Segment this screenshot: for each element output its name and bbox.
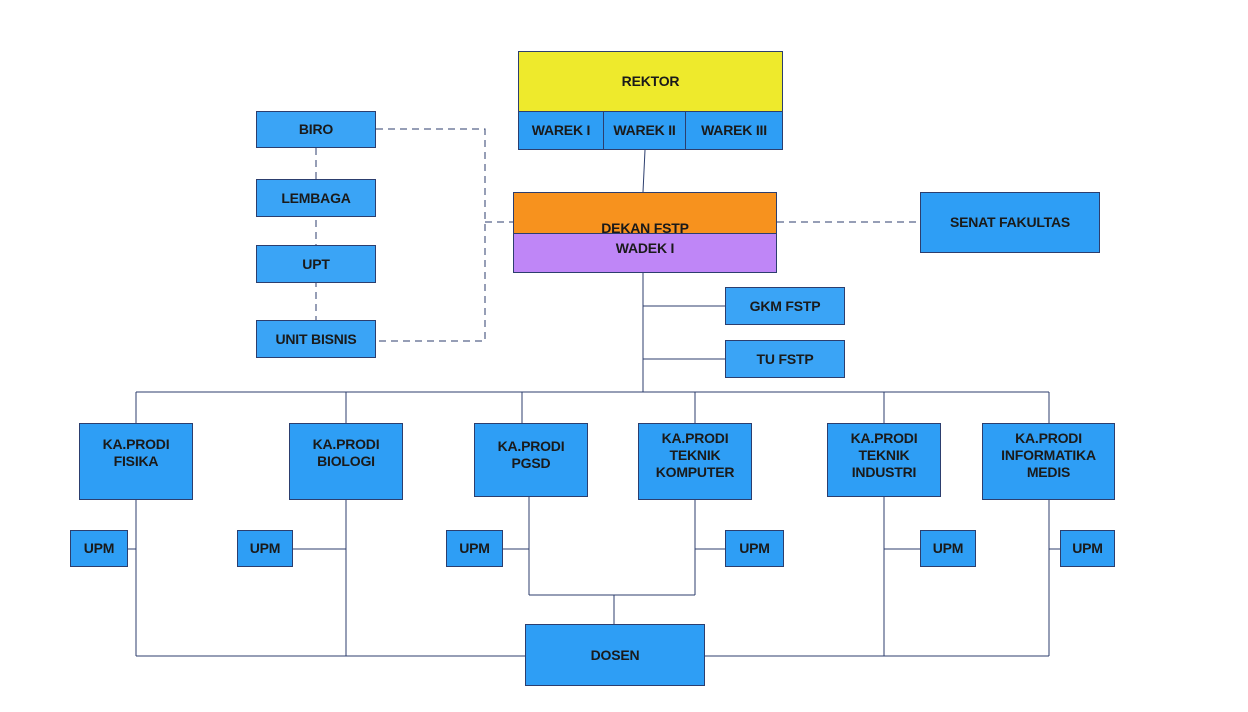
upm-label: UPM — [459, 540, 490, 556]
senat-label: SENAT FAKULTAS — [949, 214, 1071, 230]
prodi-fisika-box: KA.PRODI FISIKA — [79, 423, 193, 500]
prodi-teknik-industri-box: KA.PRODI TEKNIK INDUSTRI — [827, 423, 941, 497]
prodi-teknik-komputer-box: KA.PRODI TEKNIK KOMPUTER — [638, 423, 752, 500]
unit-bisnis-label: UNIT BISNIS — [275, 330, 357, 347]
upm-box-biologi: UPM — [237, 530, 293, 567]
warek-2-label: WAREK II — [613, 122, 676, 138]
lembaga-label: LEMBAGA — [281, 189, 351, 206]
warek-1-label: WAREK I — [531, 122, 591, 138]
rektor-box: REKTOR — [518, 51, 783, 112]
biro-label: BIRO — [298, 121, 334, 137]
lembaga-box: LEMBAGA — [256, 179, 376, 217]
upm-box-pgsd: UPM — [446, 530, 503, 567]
wadek-label: WADEK I — [615, 240, 675, 256]
dekan-label: DEKAN FSTP — [601, 220, 689, 236]
prodi-biologi-label: KA.PRODI BIOLOGI — [312, 436, 380, 469]
upm-box-informatika-medis: UPM — [1060, 530, 1115, 567]
warek-1-box: WAREK I — [518, 111, 604, 150]
upm-label: UPM — [83, 540, 115, 556]
senat-fakultas-box: SENAT FAKULTAS — [920, 192, 1100, 253]
connector-warek-dekan — [642, 149, 646, 193]
gkm-fstp-label: GKM FSTP — [749, 297, 821, 314]
connector-left-units-loop — [376, 128, 486, 342]
upm-box-teknik-komputer: UPM — [725, 530, 784, 567]
wadek-box: WADEK I — [513, 233, 777, 273]
prodi-fisika-label: KA.PRODI FISIKA — [102, 436, 170, 469]
prodi-biologi-box: KA.PRODI BIOLOGI — [289, 423, 403, 500]
prodi-informatika-medis-label: KA.PRODI INFORMATIKA MEDIS — [1001, 430, 1096, 480]
upm-label: UPM — [249, 540, 281, 556]
upm-label: UPM — [739, 540, 770, 556]
gkm-fstp-box: GKM FSTP — [725, 287, 845, 325]
prodi-informatika-medis-box: KA.PRODI INFORMATIKA MEDIS — [982, 423, 1115, 500]
upm-label: UPM — [932, 540, 964, 556]
unit-bisnis-box: UNIT BISNIS — [256, 320, 376, 358]
warek-2-box: WAREK II — [603, 111, 686, 150]
prodi-teknik-industri-label: KA.PRODI TEKNIK INDUSTRI — [850, 430, 918, 480]
biro-box: BIRO — [256, 111, 376, 148]
upt-label: UPT — [302, 255, 330, 272]
prodi-pgsd-label: KA.PRODI PGSD — [497, 438, 565, 471]
tu-fstp-box: TU FSTP — [725, 340, 845, 378]
rektor-label: REKTOR — [621, 73, 680, 89]
dosen-box: DOSEN — [525, 624, 705, 686]
tu-fstp-label: TU FSTP — [756, 350, 814, 367]
upm-label: UPM — [1072, 540, 1103, 556]
prodi-pgsd-box: KA.PRODI PGSD — [474, 423, 588, 497]
dosen-label: DOSEN — [590, 646, 640, 663]
prodi-teknik-komputer-label: KA.PRODI TEKNIK KOMPUTER — [655, 430, 735, 480]
warek-3-box: WAREK III — [685, 111, 783, 150]
upm-box-fisika: UPM — [70, 530, 128, 567]
upt-box: UPT — [256, 245, 376, 283]
upm-box-teknik-industri: UPM — [920, 530, 976, 567]
warek-3-label: WAREK III — [701, 122, 767, 138]
